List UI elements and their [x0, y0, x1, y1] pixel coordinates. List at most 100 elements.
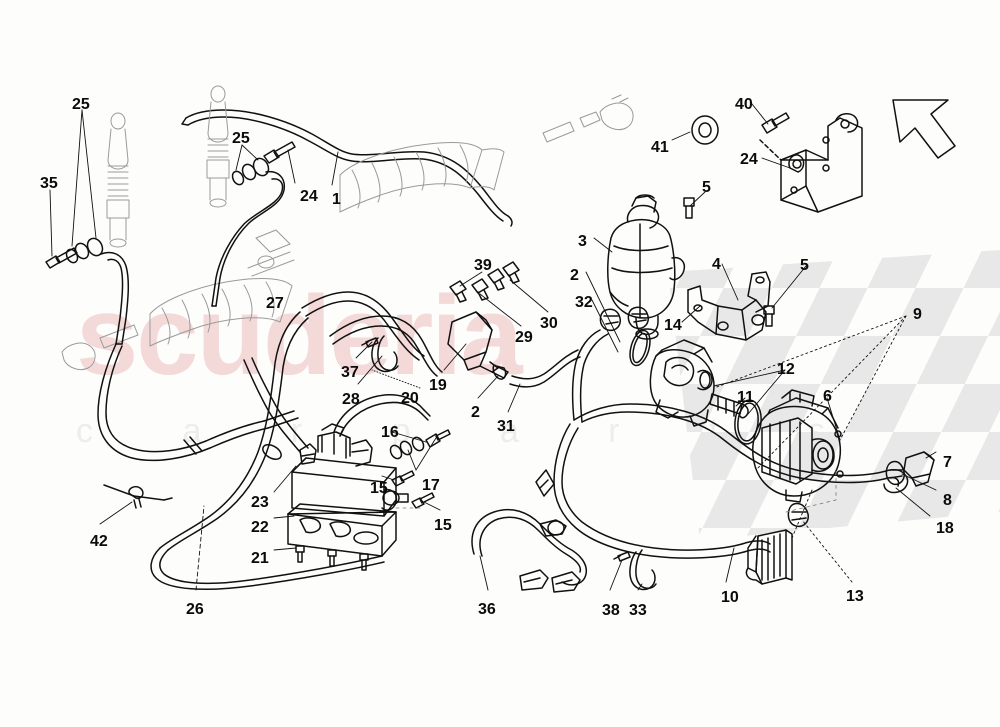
leader-29: [479, 293, 522, 327]
part-12-oring: [734, 399, 762, 445]
leader-11: [735, 397, 746, 407]
part-24-bolt-center: [263, 141, 296, 164]
part-15-bolt-b: [411, 492, 435, 509]
callout-number-5: 5: [702, 179, 711, 196]
leader-16: [391, 431, 427, 443]
callout-number-33: 33: [629, 602, 647, 619]
part-reservoir-outlet-hose: [571, 329, 609, 423]
part-1-upper-pressure-line: [181, 109, 513, 227]
callout-number-8: 8: [943, 492, 952, 509]
part-37-screw: [361, 337, 379, 348]
leader-22: [273, 515, 295, 519]
callout-number-16: 16: [381, 424, 399, 441]
part-38-screw: [613, 551, 631, 562]
callout-number-24b: 24: [740, 151, 758, 168]
callout-number-24: 24: [300, 188, 318, 205]
leader-24-center: [287, 149, 296, 184]
callout-number-38: 38: [602, 602, 620, 619]
leader-30: [509, 279, 549, 313]
leader-32: [591, 299, 619, 353]
part-36-wiring-harness: [471, 508, 588, 593]
callout-number-15b: 15: [434, 517, 452, 534]
leader-14: [681, 305, 701, 323]
callout-number-28: 28: [342, 391, 360, 408]
part-6-steering-pump: [752, 389, 844, 503]
part-24-bracket-upper-right: [759, 113, 863, 213]
part-14-oring: [629, 329, 651, 367]
leader-12-b: [747, 369, 786, 415]
callout-number-12: 12: [777, 361, 795, 378]
checkered-flag-background: [668, 250, 1000, 540]
leader-15-a: [381, 475, 395, 481]
leader-15-b: [423, 501, 441, 511]
leader-25-left-b: [71, 109, 83, 247]
callout-number-41: 41: [651, 139, 669, 156]
part-28-clip: [371, 335, 399, 373]
ghost-tie-rod-right: [542, 94, 634, 143]
part-20-hose: [329, 315, 443, 377]
leader-9-c: [839, 315, 907, 441]
part-41-bushing: [691, 115, 719, 145]
ghost-rack-detail: [247, 229, 295, 277]
ghost-damper-left: [106, 112, 130, 248]
leader-42: [99, 501, 133, 525]
leader-39: [459, 271, 483, 287]
part-39-fitting: [449, 280, 467, 303]
leader-7: [925, 451, 937, 459]
part-left-loop-hose: [97, 343, 211, 462]
leader-10: [725, 547, 735, 583]
part-8-seal: [885, 460, 905, 486]
part-21-bolts: [295, 545, 369, 571]
leader-6: [826, 397, 841, 441]
leader-35: [49, 189, 53, 257]
callout-number-14: 14: [664, 317, 682, 334]
part-2-seal-b: [627, 306, 649, 330]
leader-9-b: [755, 315, 907, 471]
part-3-reservoir: [607, 194, 686, 340]
part-left-branch-hose: [183, 410, 299, 460]
leader-3: [593, 237, 613, 253]
leader-19: [443, 343, 467, 371]
leader-5: [689, 191, 706, 207]
leader-40: [751, 103, 769, 125]
callout-number-21: 21: [251, 550, 269, 567]
leader-33: [637, 583, 643, 591]
part-16-17-hose-right: [333, 394, 431, 437]
part-hose-center-upper: [211, 170, 286, 307]
direction-arrow-icon: [892, 99, 956, 159]
part-33-clip: [629, 549, 657, 591]
callout-number-22: 22: [251, 519, 269, 536]
leader-17-b: [415, 437, 437, 471]
callout-number-39: 39: [474, 257, 492, 274]
part-25-washers-center: [231, 157, 270, 186]
callout-number-25: 25: [72, 96, 90, 113]
leader-17-a: [407, 449, 417, 471]
part-19-junction-block: [447, 311, 509, 379]
callout-number-31: 31: [497, 418, 515, 435]
callout-number-9: 9: [913, 306, 922, 323]
leader-21: [273, 547, 297, 551]
part-25-washers-left: [65, 237, 104, 264]
callout-number-27: 27: [266, 295, 284, 312]
leader-28: [357, 355, 383, 385]
part-2-seal-a: [492, 364, 507, 380]
callout-number-2b: 2: [471, 404, 480, 421]
callout-number-17: 17: [422, 477, 440, 494]
callout-number-23: 23: [251, 494, 269, 511]
leader-25-center-b: [235, 144, 243, 171]
callout-number-19: 19: [429, 377, 447, 394]
callout-number-37: 37: [341, 364, 359, 381]
callout-number-2: 2: [570, 267, 579, 284]
leader-13-b: [791, 489, 813, 539]
callout-number-25b: 25: [232, 130, 250, 147]
leader-9-a: [713, 315, 907, 389]
callout-number-11: 11: [737, 389, 754, 406]
callout-number-18: 18: [936, 520, 954, 537]
part-32-seal: [599, 308, 621, 332]
part-23-valve-block: [291, 423, 409, 517]
callout-number-20: 20: [401, 390, 419, 407]
part-26-long-hose: [159, 311, 309, 551]
leader-24b: [761, 157, 791, 169]
callout-number-29: 29: [515, 329, 533, 346]
